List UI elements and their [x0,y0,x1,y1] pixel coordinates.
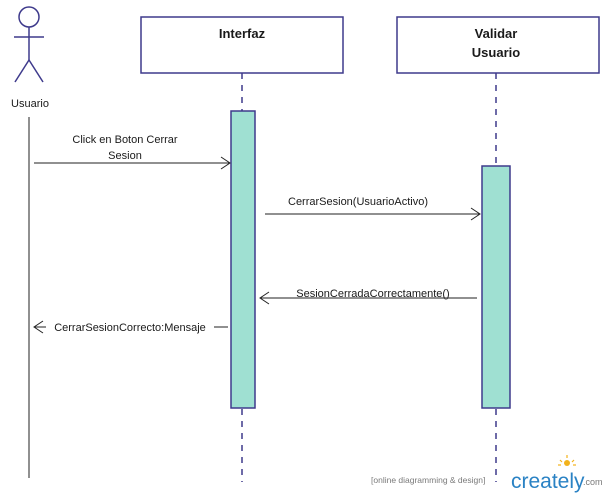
arrowhead-icon [470,207,481,221]
actor-usuario[interactable]: Usuario [11,6,49,110]
message-click-cerrar-sesion[interactable]: Click en Boton Cerrar Sesion [34,134,231,170]
message-label: SesionCerradaCorrectamente() [296,288,449,300]
message-label-line2: Sesion [108,150,142,162]
lifeline-title-validar: Validar [475,26,518,41]
actor-leg-left [14,59,30,83]
arrowhead-icon [33,320,44,334]
message-label: CerrarSesion(UsuarioActivo) [288,196,428,208]
watermark-tagline: [online diagramming & design] [371,475,485,485]
message-sesion-cerrada-correctamente[interactable]: SesionCerradaCorrectamente() [259,288,477,305]
lifeline-title-usuario: Usuario [472,45,520,60]
activation-bar-interfaz [230,110,256,409]
activation-bar-validar-usuario [481,165,511,409]
actor-label: Usuario [11,98,49,110]
message-label-line1: Click en Boton Cerrar [72,134,177,146]
watermark-brand: creately [511,470,585,493]
message-cerrar-sesion-correcto[interactable]: CerrarSesionCorrecto:Mensaje [33,320,228,334]
arrowhead-icon [259,291,270,305]
lifeline-box-validar-usuario [396,16,600,74]
lifeline-box-interfaz [140,16,344,74]
sun-icon [558,455,576,466]
lifeline-interfaz[interactable]: Interfaz [140,16,344,74]
watermark-domain: .com [583,477,603,487]
message-cerrar-sesion[interactable]: CerrarSesion(UsuarioActivo) [265,196,481,221]
lifeline-title-interfaz: Interfaz [219,26,266,41]
lifeline-validar-usuario[interactable]: Validar Usuario [396,16,600,74]
arrowhead-icon [220,156,231,170]
actor-leg-right [28,59,44,83]
message-label: CerrarSesionCorrecto:Mensaje [54,322,206,334]
actor-head [18,6,40,28]
creately-watermark[interactable]: [online diagramming & design] creately .… [371,455,603,493]
